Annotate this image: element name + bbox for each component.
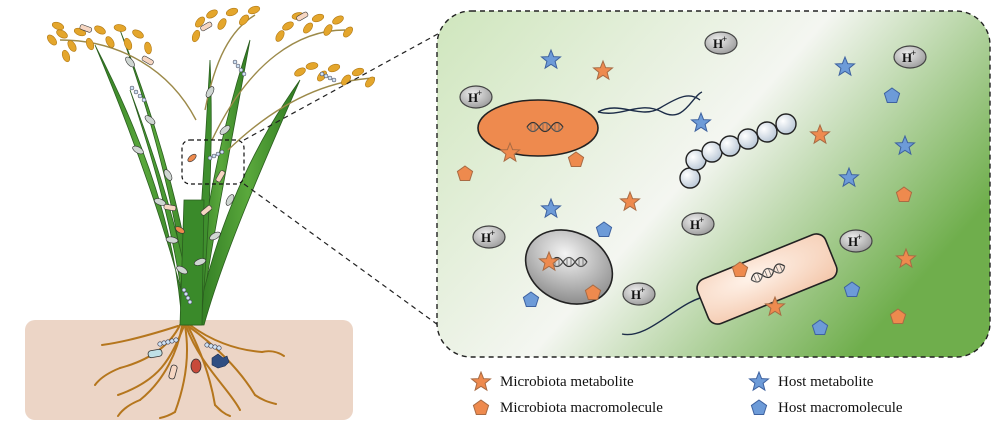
svg-text:H: H [481,230,491,245]
leaf-microbes [79,11,309,275]
magnified-panel: H+ H+ H+ H+ H+ H+ H+ [436,10,991,358]
h-ion: H+ [681,212,715,236]
h-ion: H+ [704,31,738,55]
svg-text:+: + [490,228,495,238]
legend-item-microbiota-macromolecule: Microbiota macromolecule [470,397,663,419]
h-ion-group: H+ H+ H+ H+ H+ H+ H+ [459,31,927,306]
svg-text:H: H [848,234,858,249]
polymer-chain-icon [679,113,797,189]
legend-item-host-macromolecule: Host macromolecule [748,397,903,419]
star-icon [749,371,769,391]
svg-text:H: H [713,36,723,51]
legend-label: Host metabolite [778,373,874,390]
svg-text:+: + [699,215,704,225]
fungal-cell-icon [211,353,230,369]
rice-plant [25,4,377,420]
h-ion: H+ [459,85,493,109]
gray-bacterium-icon [524,229,614,305]
h-ion: H+ [893,45,927,69]
root-system [94,324,285,419]
zoom-connector-bottom [243,183,446,331]
star-icon [471,371,491,391]
legend-item-host-metabolite: Host metabolite [748,371,873,393]
h-ion: H+ [839,229,873,253]
pentagon-icon [472,399,490,415]
zoom-region-box [181,139,245,185]
leaves [94,29,301,326]
orange-bacterium-icon [477,91,703,157]
svg-text:+: + [911,48,916,58]
h-ion: H+ [622,282,656,306]
legend-label: Microbiota macromolecule [500,399,663,416]
svg-text:H: H [468,90,478,105]
legend-label: Microbiota metabolite [500,373,634,390]
svg-text:+: + [640,285,645,295]
legend-item-microbiota-metabolite: Microbiota metabolite [470,371,634,393]
zoom-connector-top [243,29,446,141]
svg-text:H: H [631,287,641,302]
svg-text:+: + [477,88,482,98]
svg-text:+: + [722,34,727,44]
h-ion: H+ [472,225,506,249]
svg-text:H: H [690,217,700,232]
legend-label: Host macromolecule [778,399,903,416]
svg-text:+: + [857,232,862,242]
pentagon-icon [750,399,768,415]
svg-text:H: H [902,50,912,65]
